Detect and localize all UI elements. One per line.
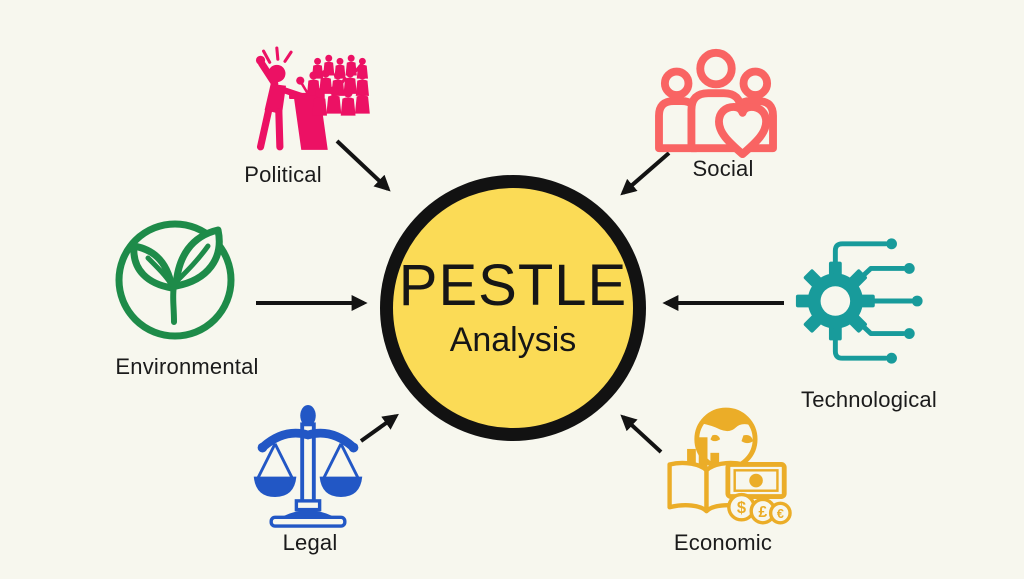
podium-speaker-crowd-icon — [255, 46, 370, 151]
label-legal: Legal — [282, 530, 338, 555]
factor-social — [652, 44, 780, 160]
arrow-economic-to-center — [620, 414, 663, 454]
diagram-title: PESTLE — [398, 252, 628, 318]
label-economic: Economic — [673, 530, 773, 555]
globe-finance-icon: $ £ € — [667, 407, 792, 525]
arrow-legal-to-center — [359, 413, 399, 443]
factor-economic: $ £ € — [656, 402, 792, 526]
factor-environmental — [108, 210, 242, 344]
crowd-figures — [306, 54, 370, 116]
factor-political — [250, 45, 378, 155]
euro-symbol: € — [777, 507, 784, 521]
label-environmental: Environmental — [115, 354, 259, 379]
diagram-subtitle: Analysis — [449, 320, 577, 359]
arrow-social-to-center — [620, 151, 671, 196]
label-social: Social — [692, 156, 754, 181]
justice-scales-icon — [253, 404, 363, 528]
dollar-symbol: $ — [737, 499, 746, 517]
arrow-political-to-center — [335, 139, 391, 192]
pound-symbol: £ — [759, 504, 768, 521]
leaf-sprout-circle-icon — [115, 220, 235, 340]
label-political: Political — [244, 162, 322, 187]
center-circle: PESTLE Analysis — [380, 175, 646, 441]
gear-circuit-icon — [795, 238, 923, 364]
label-technological: Technological — [801, 387, 937, 412]
factor-technological — [790, 231, 930, 371]
factor-legal — [246, 402, 370, 530]
people-heart-icon — [655, 48, 777, 159]
